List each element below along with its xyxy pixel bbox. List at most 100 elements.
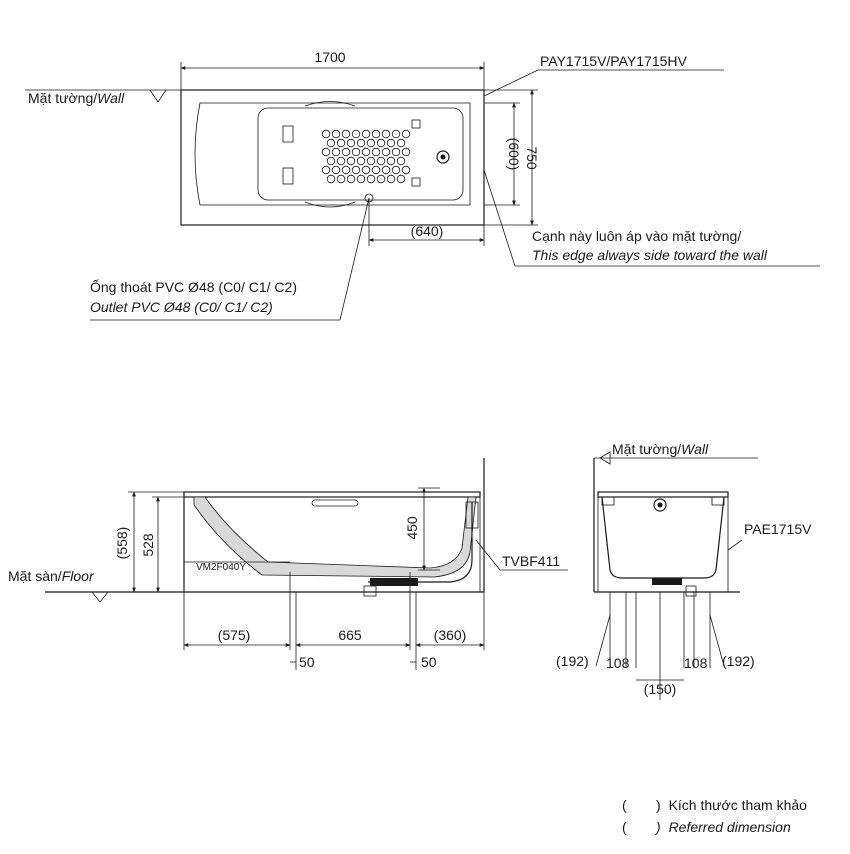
anti-slip-dot: [346, 156, 356, 166]
anti-slip-dot: [351, 147, 361, 157]
anti-slip-dot: [366, 156, 376, 166]
anti-slip-dot: [396, 138, 406, 148]
anti-slip-dot: [386, 174, 396, 184]
anti-slip-dot: [386, 156, 396, 166]
anti-slip-dot: [371, 129, 381, 139]
dim-leg-b: 50: [421, 654, 437, 670]
legend-paren-close: ): [656, 797, 661, 813]
anti-slip-dot: [341, 165, 351, 175]
legend-paren-open-2: (: [622, 819, 627, 835]
end-wall-label-vi: Mặt tường/: [612, 441, 681, 457]
top-wall-label-vi: Mặt tường/: [28, 90, 97, 106]
anti-slip-dot: [361, 165, 371, 175]
dim-right: (360): [434, 627, 467, 643]
overflow-fitting: [436, 150, 450, 164]
end-wall-label-en: Wall: [681, 441, 709, 457]
floor-label: Mặt sàn/Floor: [8, 568, 95, 584]
top-wall-label: Mặt tường/Wall: [28, 90, 125, 106]
waste-pipe: [368, 502, 473, 583]
legend-note-vi: Kích thước tham khảo: [669, 797, 808, 813]
anti-slip-dot: [401, 129, 411, 139]
dim-outer-right: (192): [722, 653, 755, 669]
anti-slip-dot: [381, 165, 391, 175]
anti-slip-dot: [391, 129, 401, 139]
anti-slip-dot: [366, 174, 376, 184]
anti-slip-dot: [381, 129, 391, 139]
anti-slip-dot: [391, 165, 401, 175]
anti-slip-dot: [346, 174, 356, 184]
anti-slip-dot: [396, 156, 406, 166]
dim-outer-left: (192): [556, 653, 589, 669]
anti-slip-dot: [401, 165, 411, 175]
tub-outline-top: [180, 89, 485, 226]
anti-slip-dot: [401, 147, 411, 157]
floor-label-en: Floor: [62, 568, 95, 584]
dim-length: 1700: [314, 49, 345, 65]
side-view: Mặt sàn/Floor (558) 528 VM2F040Y 450: [8, 458, 568, 670]
svg-text:(: (: [622, 797, 627, 813]
anti-slip-dot: [321, 147, 331, 157]
dim-inner-right: 108: [684, 655, 708, 671]
outlet-note-en: Outlet PVC Ø48 (C0/ C1/ C2): [90, 299, 273, 315]
anti-slip-dot: [321, 165, 331, 175]
anti-slip-dot: [351, 165, 361, 175]
svg-text:) Referred dimension: ) Referred dimension: [654, 819, 791, 835]
dim-depth: 450: [404, 516, 420, 540]
floor-label-vi: Mặt sàn/: [8, 568, 62, 584]
anti-slip-dot: [376, 156, 386, 166]
legend-paren-open: (: [622, 797, 627, 813]
tub-basin-side: [193, 496, 477, 578]
legend-paren-close-2: ): [654, 819, 661, 835]
panel-model: PAE1715V: [744, 521, 812, 537]
dim-center: (150): [644, 681, 677, 697]
anti-slip-dot: [376, 174, 386, 184]
anti-slip-dot: [341, 147, 351, 157]
dim-width: 750: [524, 146, 540, 170]
anti-slip-dot: [336, 138, 346, 148]
leg-model: VM2F040Y: [196, 562, 246, 573]
anti-slip-dot: [381, 147, 391, 157]
anti-slip-dot: [336, 174, 346, 184]
anti-slip-dot: [326, 174, 336, 184]
edge-note-en: This edge always side toward the wall: [532, 247, 768, 263]
outlet-note-vi: Ống thoát PVC Ø48 (C0/ C1/ C2): [90, 278, 297, 295]
legend-note-en: Referred dimension: [669, 819, 791, 835]
anti-slip-dot: [366, 138, 376, 148]
anti-slip-dot: [346, 138, 356, 148]
anti-slip-dot: [331, 129, 341, 139]
dim-leg-a: 50: [299, 654, 315, 670]
anti-slip-dot: [371, 165, 381, 175]
anti-slip-dot: [361, 147, 371, 157]
anti-slip-dot: [356, 138, 366, 148]
anti-slip-dot: [371, 147, 381, 157]
dim-rim-height: 528: [140, 533, 156, 557]
dim-inner-left: 108: [606, 655, 630, 671]
anti-slip-dot: [361, 129, 371, 139]
anti-slip-dot: [326, 156, 336, 166]
dim-inner-width: (600): [506, 138, 522, 171]
tub-basin-end: [601, 496, 725, 579]
legend: ( ) Kích thước tham khảo ( ) Referred di…: [622, 797, 807, 835]
svg-text:) Kích thước tham khảo: ) Kích thước tham khảo: [656, 797, 807, 813]
anti-slip-dot: [356, 156, 366, 166]
dim-left: (575): [218, 627, 251, 643]
anti-slip-dot: [341, 129, 351, 139]
anti-slip-dot: [386, 138, 396, 148]
anti-slip-pattern: [321, 129, 411, 184]
anti-slip-dot: [351, 129, 361, 139]
anti-slip-dot: [391, 147, 401, 157]
model-label: PAY1715V/PAY1715HV: [540, 53, 687, 69]
end-wall-label: Mặt tường/Wall: [612, 441, 709, 457]
anti-slip-dot: [396, 174, 406, 184]
tub-floor-panel: [257, 107, 464, 201]
dim-middle: 665: [338, 627, 362, 643]
tub-basin-top: [194, 102, 471, 206]
dim-total-height: (558): [114, 527, 130, 560]
anti-slip-dot: [326, 138, 336, 148]
tub-rim-side: [183, 491, 481, 498]
anti-slip-dot: [331, 165, 341, 175]
anti-slip-dot: [321, 129, 331, 139]
waste-model: TVBF411: [502, 553, 560, 569]
top-view: 1700 PAY1715V/PAY1715HV Mặt tường/Wall: [25, 49, 820, 321]
